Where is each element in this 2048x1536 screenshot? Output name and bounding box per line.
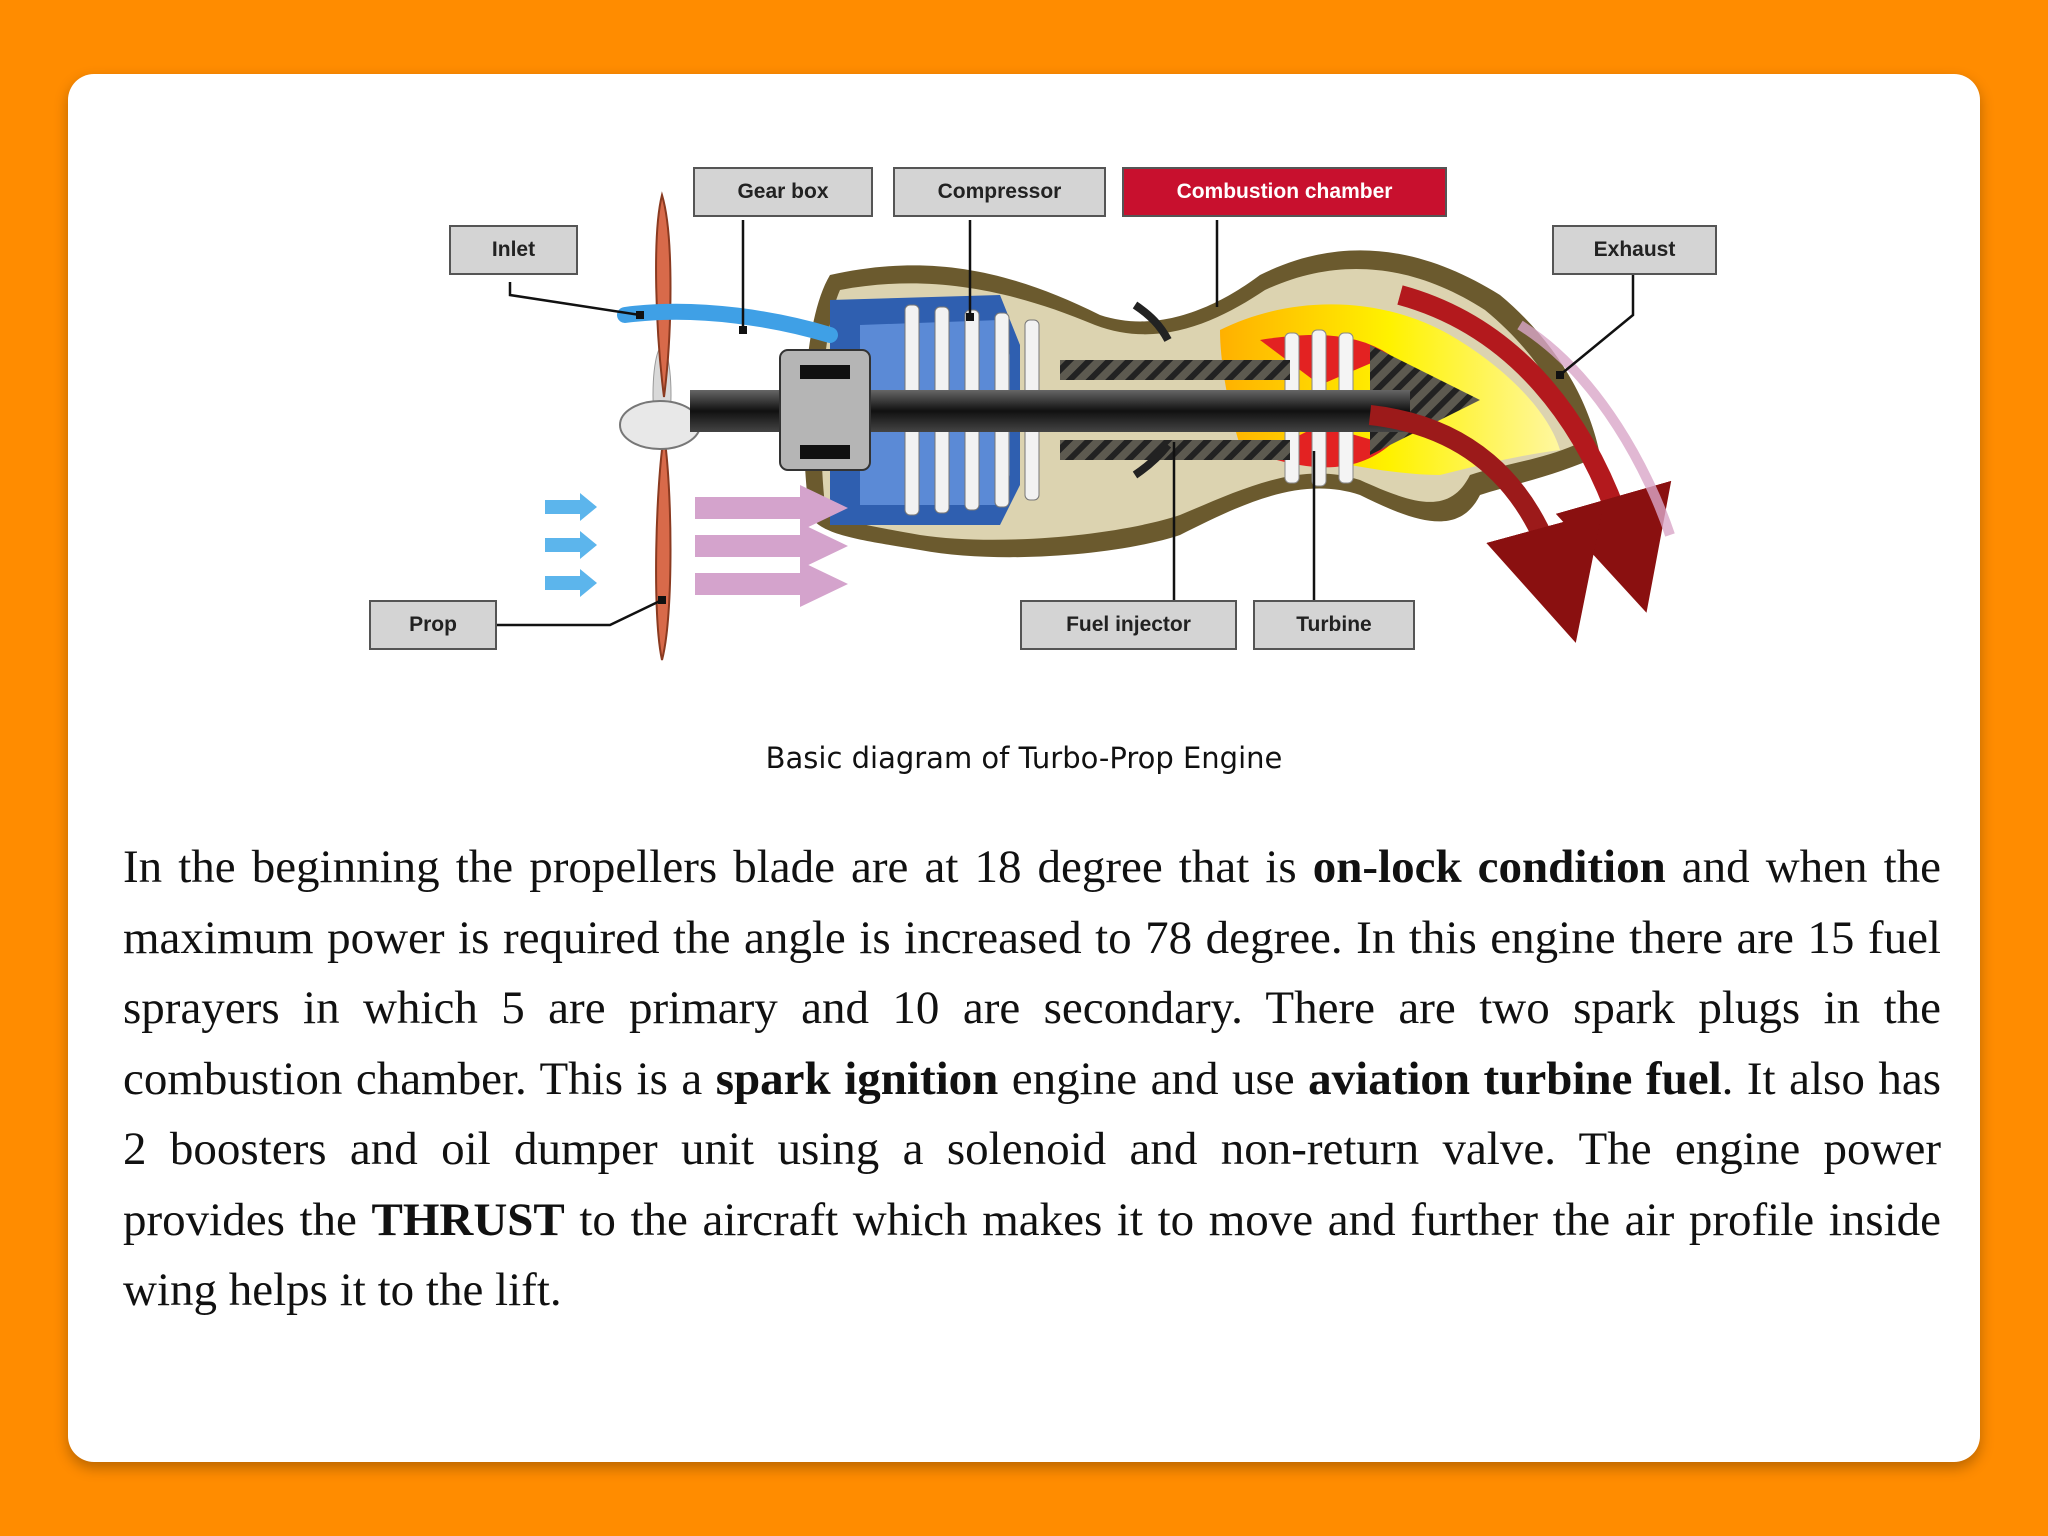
label-fuel-injector: Fuel injector	[1020, 600, 1237, 650]
text-segment: In the beginning the propellers blade ar…	[123, 841, 1313, 893]
label-exhaust: Exhaust	[1552, 225, 1717, 275]
label-combustion-chamber: Combustion chamber	[1122, 167, 1447, 217]
bold-thrust: THRUST	[371, 1194, 564, 1246]
label-prop: Prop	[369, 600, 497, 650]
turboprop-diagram: Gear box Compressor Combustion chamber I…	[360, 155, 1730, 675]
text-segment: engine and use	[998, 1053, 1308, 1105]
label-compressor: Compressor	[893, 167, 1106, 217]
bold-on-lock-condition: on-lock condition	[1313, 841, 1666, 893]
body-paragraph: In the beginning the propellers blade ar…	[123, 832, 1941, 1326]
label-inlet: Inlet	[449, 225, 578, 275]
bold-aviation-turbine-fuel: aviation turbine fuel	[1308, 1053, 1722, 1105]
label-gear-box: Gear box	[693, 167, 873, 217]
figure-caption: Basic diagram of Turbo-Prop Engine	[68, 741, 1980, 775]
bold-spark-ignition: spark ignition	[716, 1053, 999, 1105]
label-turbine: Turbine	[1253, 600, 1415, 650]
